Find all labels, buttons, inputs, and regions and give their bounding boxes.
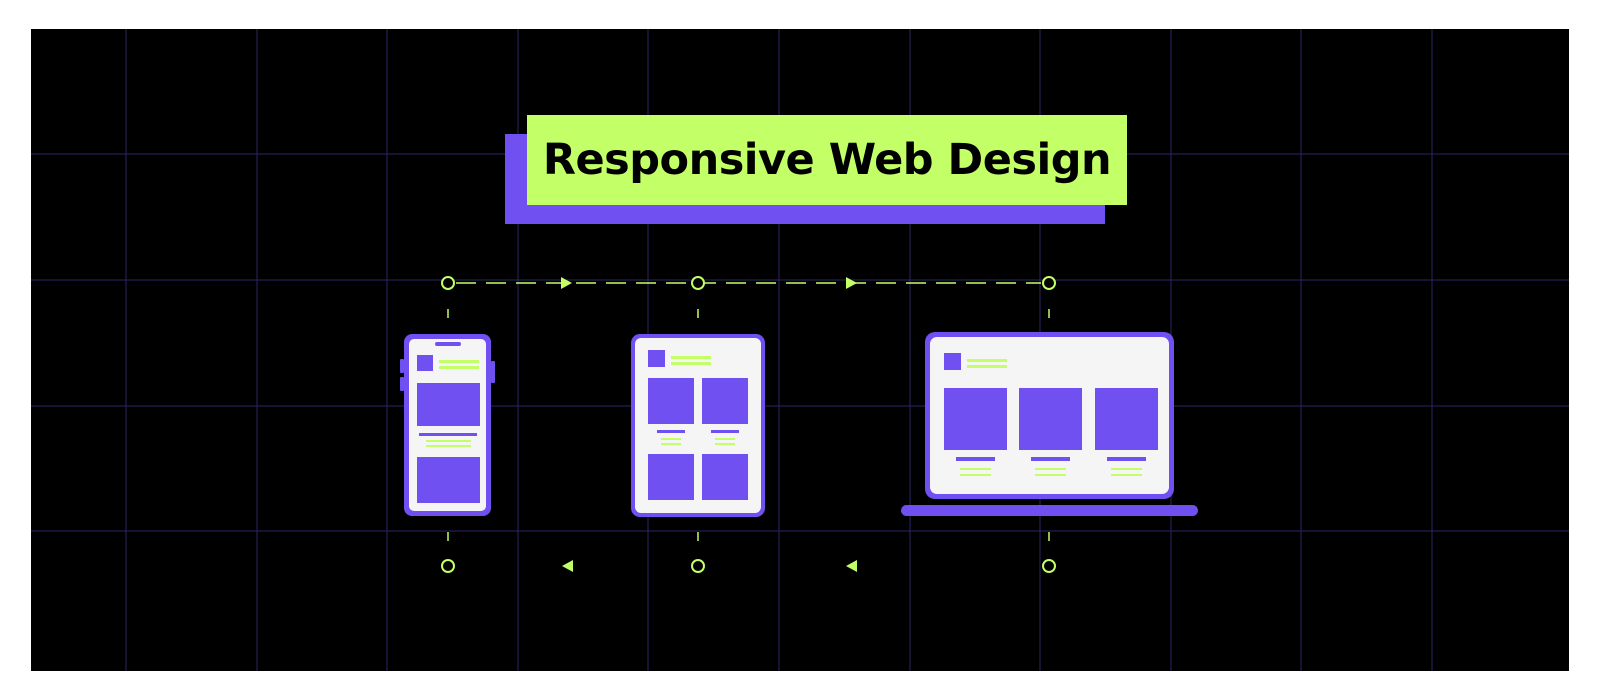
node-circle: [1042, 559, 1056, 573]
top-connector: [441, 276, 1056, 318]
node-circle: [1042, 276, 1056, 290]
page-title: Responsive Web Design: [542, 135, 1112, 185]
node-circle: [441, 276, 455, 290]
phone-icon: [400, 334, 495, 516]
node-circle: [691, 276, 705, 290]
arrow-left-icon: [562, 560, 573, 572]
node-circle: [691, 559, 705, 573]
illustration: [31, 29, 1569, 671]
tablet-icon: [631, 334, 765, 517]
arrow-right-icon: [846, 277, 857, 289]
title-box: Responsive Web Design: [527, 115, 1127, 205]
bottom-connector: [441, 532, 1056, 573]
arrow-left-icon: [846, 560, 857, 572]
node-circle: [441, 559, 455, 573]
laptop-icon: [901, 332, 1198, 516]
banner: Responsive Web Design: [31, 29, 1569, 671]
arrow-right-icon: [561, 277, 572, 289]
